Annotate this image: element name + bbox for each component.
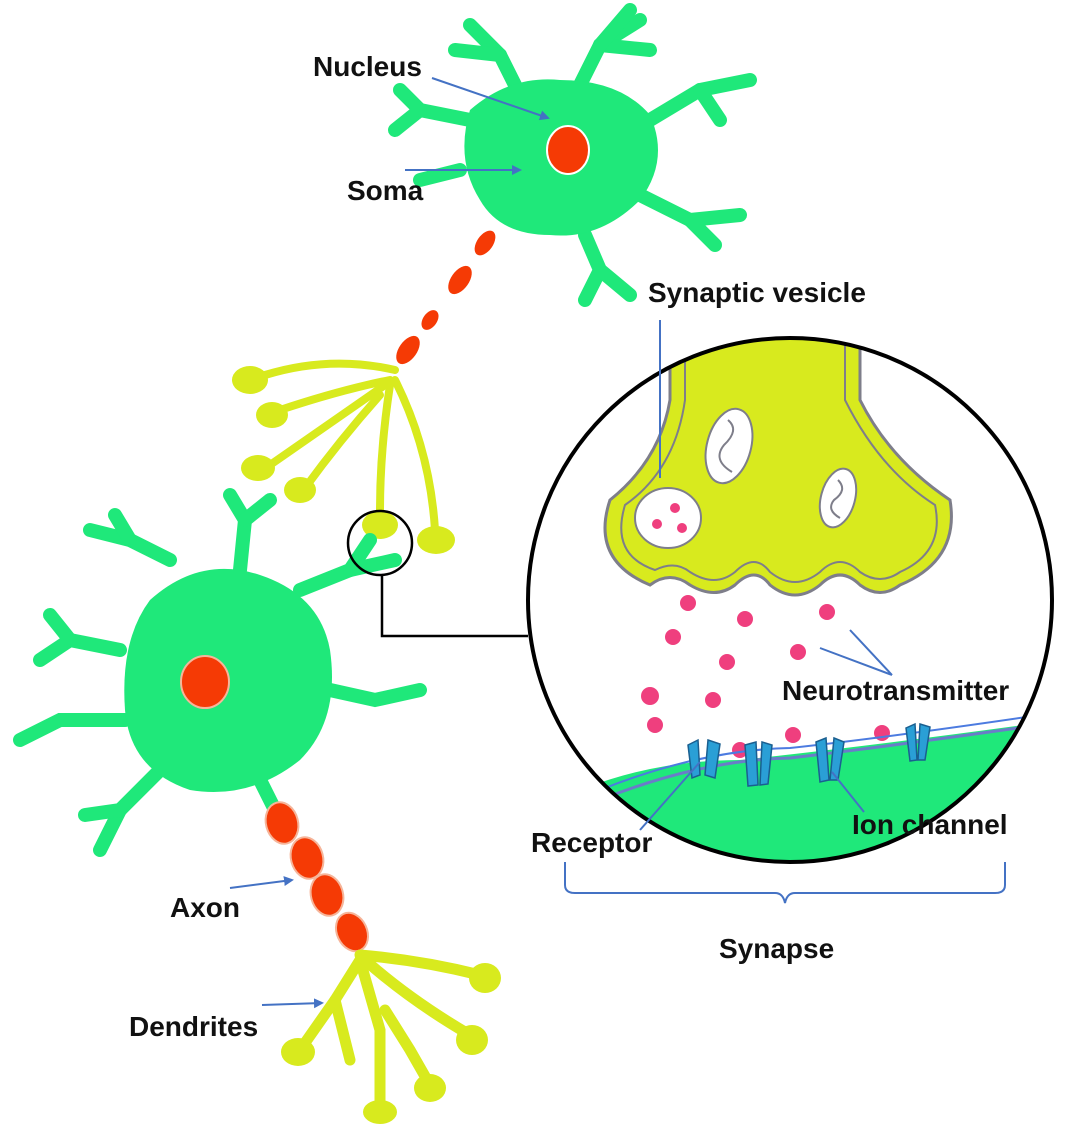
mitochondrion-shape (704, 407, 754, 485)
neurotransmitter-dots (641, 595, 890, 758)
top-neuron (388, 3, 757, 307)
ion-channel-icons (687, 722, 931, 787)
neurotransmitter-pointer-1 (849, 629, 893, 676)
neurotransmitter-label: Neurotransmitter (782, 675, 1009, 706)
bottom-neuron (13, 488, 427, 857)
synaptic-vesicle-shape (634, 487, 702, 549)
synapse-bracket-icon (564, 862, 1006, 904)
receptor-label: Receptor (531, 827, 652, 858)
nucleus-shape (546, 125, 590, 175)
synaptic-vesicle-label: Synaptic vesicle (648, 277, 866, 308)
nucleus-shape-lower (180, 655, 230, 709)
bottom-axon (264, 801, 370, 953)
dendrites-label: Dendrites (129, 1011, 258, 1042)
ion-channel-label: Ion channel (852, 809, 1008, 840)
receptor-pointer (639, 761, 701, 831)
axon-label: Axon (170, 892, 240, 923)
synapse-label: Synapse (719, 933, 834, 964)
zoom-connector (380, 575, 528, 638)
zoom-circle-icon (346, 509, 414, 577)
ion-channel-pointer (831, 771, 865, 813)
nucleus-arrow-icon (431, 77, 550, 121)
synapse-magnified (526, 336, 1054, 864)
top-axon-terminals (232, 359, 455, 554)
bottom-dendrites (281, 949, 501, 1124)
top-axon (396, 230, 496, 365)
soma-label: Soma (347, 175, 424, 206)
neurotransmitter-pointer-2 (819, 647, 893, 676)
synapse-circle-outline (526, 336, 1054, 864)
nucleus-label: Nucleus (313, 51, 422, 82)
axon-arrow-icon (229, 876, 294, 889)
dendrites-arrow-icon (261, 998, 324, 1009)
